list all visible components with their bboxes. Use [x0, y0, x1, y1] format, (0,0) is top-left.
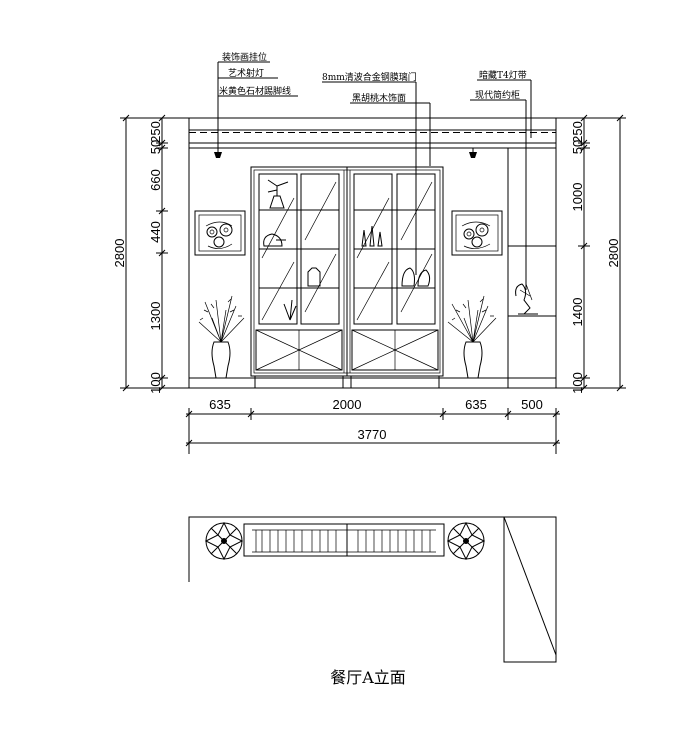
modern-cabinet [507, 148, 556, 388]
right-total-height: 2800 [606, 239, 621, 268]
decorative-painting-left [194, 210, 246, 256]
glass-door-panels [258, 173, 436, 325]
label-walnut-finish: 黑胡桃木饰面 [352, 92, 406, 104]
decorative-painting-right [451, 210, 503, 256]
potted-plant [267, 179, 289, 209]
right-dim-4: 1400 [570, 298, 585, 327]
label-t4-strip: 暗藏T4灯带 [479, 69, 527, 81]
right-dim-1: 250 [570, 121, 585, 143]
plant-plan-left [204, 521, 244, 561]
plant-plan-right [446, 521, 486, 561]
cabinet-plan [243, 523, 445, 557]
cabinet-plan-slats [252, 529, 436, 553]
left-dim-1: 250 [148, 121, 163, 143]
bottom-dimensions: 635 2000 635 500 3770 [185, 397, 560, 454]
bottom-dim-1: 635 [209, 397, 231, 412]
right-dimensions: 250 50 1000 1400 100 2800 [556, 114, 626, 394]
bottom-total-width: 3770 [358, 427, 387, 442]
jar [307, 267, 321, 287]
drawing-title: 餐厅A立面 [330, 668, 406, 687]
spotlight-right [469, 148, 477, 158]
teapot [263, 233, 286, 247]
wall-outline [188, 117, 557, 389]
left-dim-2: 50 [148, 140, 163, 154]
label-glass-door: 8mm清波合金钢膜璃门 [322, 71, 417, 83]
bottles [361, 225, 383, 247]
vase-left [198, 295, 245, 379]
label-art-spotlight: 艺术射灯 [228, 67, 264, 79]
vase-right [447, 295, 497, 379]
figurines [401, 267, 431, 287]
elevation-view [188, 117, 557, 389]
glass-door-cabinet [250, 166, 444, 388]
lower-panels [255, 329, 439, 371]
left-dimensions: 250 50 660 440 1300 100 2800 [112, 114, 189, 394]
bottom-dim-3: 635 [465, 397, 487, 412]
bottom-dim-4: 500 [521, 397, 543, 412]
cabinet-sculpture [515, 283, 538, 315]
label-baseboard: 米黄色石材踢脚线 [219, 85, 291, 97]
annotations: 装饰画挂位 艺术射灯 米黄色石材踢脚线 8mm清波合金钢膜璃门 黑胡桃木饰面 暗… [217, 51, 532, 290]
left-dim-4: 440 [148, 221, 163, 243]
bottom-dim-2: 2000 [333, 397, 362, 412]
right-dim-2: 50 [570, 140, 585, 154]
right-dim-5: 100 [570, 372, 585, 394]
left-total-height: 2800 [112, 239, 127, 268]
right-dim-3: 1000 [570, 183, 585, 212]
spotlight-left [214, 148, 222, 158]
cabinet-door-swing [503, 516, 557, 656]
left-dim-5: 1300 [148, 302, 163, 331]
left-dim-3: 660 [148, 169, 163, 191]
label-modern-cabinet: 现代简约柜 [475, 89, 520, 101]
left-dim-6: 100 [148, 372, 163, 394]
label-painting-hanger: 装饰画挂位 [222, 51, 267, 63]
small-branch [283, 299, 297, 321]
plan-view [188, 516, 557, 663]
